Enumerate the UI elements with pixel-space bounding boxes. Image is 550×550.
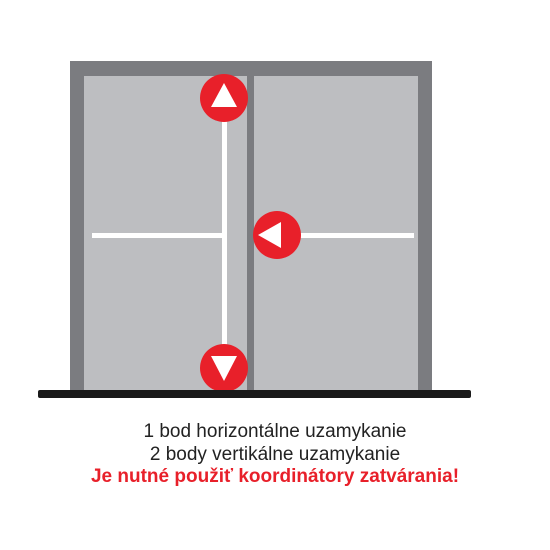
bottom-lock-marker — [200, 344, 248, 392]
arrow-down-icon — [211, 356, 237, 381]
top-lock-marker — [200, 74, 248, 122]
horizontal-lock-bar-right — [290, 233, 414, 238]
horizontal-lock-bar-left — [92, 233, 225, 238]
arrow-up-icon — [211, 83, 237, 107]
arrow-left-icon — [258, 222, 281, 248]
caption-warning: Je nutné použiť koordinátory zatvárania! — [90, 466, 460, 487]
caption-horizontal-locking: 1 bod horizontálne uzamykanie — [143, 421, 407, 442]
center-lock-marker — [253, 211, 301, 259]
door-seam — [247, 76, 254, 391]
floor-line — [38, 390, 471, 398]
caption-vertical-locking: 2 body vertikálne uzamykanie — [149, 444, 401, 465]
